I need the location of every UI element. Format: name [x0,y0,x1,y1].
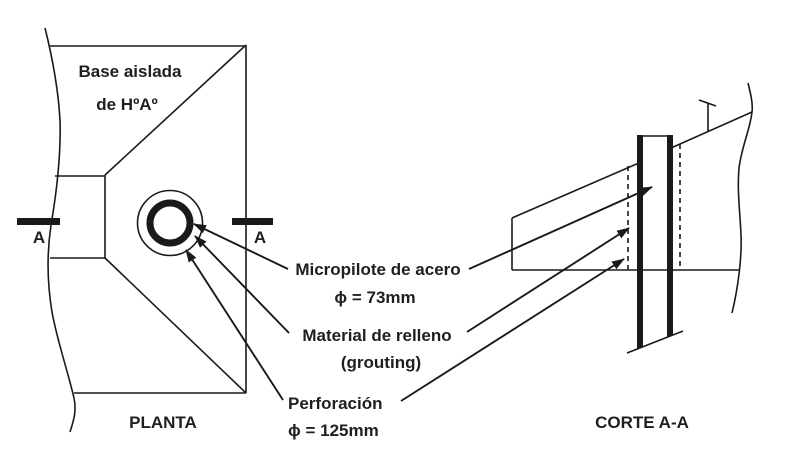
plan-break-line [44,27,76,433]
section-cut-bar-left [17,218,60,225]
grout-leader-plan [194,235,290,334]
section-top-slope-left [511,162,640,219]
micropile-wall-left [637,135,643,349]
micropile-leader-plan [193,223,289,270]
callout-grout-line1: Material de relleno [302,326,452,345]
grout-leader-section [466,227,630,333]
section-cut-bar-right [232,218,273,225]
callout-grout-line2: (grouting) [340,353,422,372]
micropile-leader-section [468,186,653,270]
perforation-leader-plan [185,249,284,401]
section-break-line [731,82,754,314]
perforation-circle [136,189,204,257]
callout-perforation-line1: Perforación [288,394,383,413]
micropile-ring [146,199,194,247]
perforation-leader-section [400,258,625,402]
micropile-wall-right [667,135,673,337]
plan-base-label-line2: de HºAº [96,95,158,114]
section-letter-left: A [32,228,46,247]
callout-micropile-line2: ϕ = 73mm [334,288,416,307]
plan-taper-diagonal-bottom [104,257,247,394]
plan-base-label-line1: Base aislada [78,62,182,81]
section-top-slope-right [670,111,753,149]
plan-caption: PLANTA [129,413,197,432]
section-caption: CORTE A-A [595,413,689,432]
callout-perforation-line2: ϕ = 125mm [288,421,379,440]
section-letter-right: A [253,228,267,247]
callout-micropile-line1: Micropilote de acero [295,260,461,279]
micropile-break-line [626,330,684,354]
ground-level-symbol [698,99,717,131]
plan-taper-diagonal-top [104,44,247,176]
